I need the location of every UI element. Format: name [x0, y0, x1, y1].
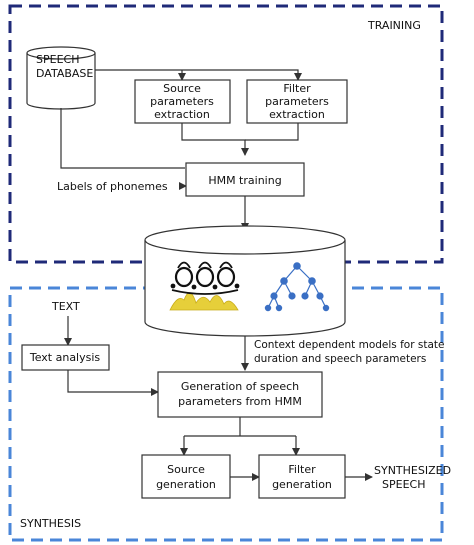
synthesized-speech-line2: SPEECH — [382, 478, 425, 491]
training-connectors — [60, 69, 302, 231]
filter-generation-line2: generation — [272, 478, 332, 491]
filter-parameters-extraction-box: Filter parameters extraction — [246, 79, 348, 124]
text-input-label: TEXT — [51, 300, 80, 313]
speech-database-label-line1: SPEECH — [36, 53, 79, 66]
training-section-label: TRAINING — [367, 19, 421, 32]
source-parameters-extraction-box: Source parameters extraction — [134, 79, 231, 124]
filter-extraction-line1: Filter — [283, 82, 311, 95]
source-extraction-line1: Source — [163, 82, 201, 95]
generation-line2: parameters from HMM — [178, 395, 302, 408]
decision-tree-icon — [264, 262, 330, 312]
training-section-frame — [8, 4, 444, 264]
parameter-generation-box: Generation of speech parameters from HMM — [157, 371, 323, 418]
filter-generation-box: Filter generation — [258, 454, 346, 499]
source-generation-line1: Source — [167, 463, 205, 476]
synthesized-speech-line1: SYNTHESIZED — [374, 464, 451, 477]
synthesis-section-label: SYNTHESIS — [20, 517, 81, 530]
hmm-training-label: HMM training — [208, 174, 281, 187]
source-generation-line2: generation — [156, 478, 216, 491]
synthesis-connectors — [64, 316, 373, 481]
labels-of-phonemes: Labels of phonemes — [57, 180, 168, 193]
generation-line1: Generation of speech — [181, 380, 299, 393]
hmm-state-chain-icon — [169, 261, 240, 311]
filter-generation-line1: Filter — [288, 463, 316, 476]
speech-database: SPEECH DATABASE — [26, 46, 96, 110]
filter-extraction-line3: extraction — [269, 108, 325, 121]
text-analysis-label: Text analysis — [29, 351, 101, 364]
source-generation-box: Source generation — [141, 454, 231, 499]
text-analysis-box: Text analysis — [21, 344, 110, 371]
models-caption-line1: Context dependent models for state — [254, 339, 445, 351]
source-extraction-line3: extraction — [154, 108, 210, 121]
filter-extraction-line2: parameters — [265, 95, 329, 108]
source-extraction-line2: parameters — [150, 95, 214, 108]
hmm-training-box: HMM training — [185, 162, 305, 197]
speech-database-label-line2: DATABASE — [36, 67, 93, 80]
models-caption-line2: duration and speech parameters — [254, 353, 426, 365]
context-dependent-models-store — [144, 225, 346, 337]
